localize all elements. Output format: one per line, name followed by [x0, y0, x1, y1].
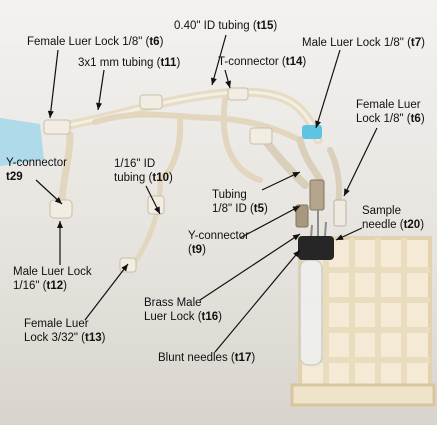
arrowhead-t7	[315, 120, 321, 128]
label-female-luer-lock-t6b: Female Luer Lock 1/8" (t6)	[356, 99, 425, 125]
label-3x1-mm-tubing-t11: 3x1 mm tubing (t11)	[78, 57, 181, 69]
arrowhead-t5	[292, 172, 300, 178]
connectors	[43, 87, 273, 273]
label-y-connector-t29: Y-connector t29	[6, 157, 67, 183]
arrowhead-t6b	[344, 188, 350, 196]
label-y-connector-t9: Y-connector (t9)	[188, 230, 249, 256]
label-0-40-id-tubing-t15: 0.40" ID tubing (t15)	[174, 20, 278, 32]
arrowhead-t16	[292, 234, 300, 241]
label-t-connector-t14: T-connector (t14)	[218, 56, 307, 68]
arrowhead-t10	[154, 206, 160, 214]
label-female-luer-lock-t6a: Female Luer Lock 1/8" (t6)	[27, 36, 164, 48]
label-brass-male-luer-lock-t16: Brass Male Luer Lock (t16)	[144, 297, 222, 323]
arrowhead-t20	[336, 234, 344, 240]
label-blunt-needles-t17: Blunt needles (t17)	[158, 352, 256, 364]
arrowhead-t9	[292, 206, 300, 212]
label-female-luer-lock-t13: Female Luer Lock 3/32" (t13)	[24, 318, 106, 344]
leader-line-t13	[84, 263, 129, 321]
arrowhead-t29	[54, 197, 62, 204]
leader-line-t16	[199, 233, 301, 301]
arrowhead-t14	[225, 80, 232, 88]
arrowhead-t13	[121, 264, 128, 272]
label-1-16-id-tubing-t10: 1/16" ID tubing (t10)	[114, 158, 173, 184]
arrowhead-t6a	[47, 110, 54, 118]
leader-line-t6a	[49, 49, 59, 119]
leader-line-t6b	[343, 127, 378, 197]
arrowhead-t15	[210, 77, 217, 85]
leader-lines	[35, 34, 378, 353]
label-sample-needle-t20: Sample needle (t20)	[362, 205, 425, 231]
arrowhead-t17	[293, 250, 300, 258]
arrowhead-t12	[57, 221, 63, 228]
leader-line-t15	[211, 34, 227, 86]
blue-glove	[0, 118, 44, 166]
leader-line-t9	[239, 205, 301, 239]
leader-line-t7	[315, 49, 341, 129]
black-cap	[298, 236, 334, 260]
leader-line-t17	[214, 249, 301, 353]
brass-fittings	[295, 179, 347, 251]
test-tube	[299, 259, 323, 366]
label-male-luer-lock-t12: Male Luer Lock 1/16" (t12)	[13, 266, 92, 292]
blue-connector	[302, 125, 322, 139]
arrowhead-t11	[96, 102, 103, 110]
leader-line-t5	[261, 171, 301, 191]
label-male-luer-lock-t7: Male Luer Lock 1/8" (t7)	[302, 37, 425, 49]
label-tubing-1-8-id-t5: Tubing 1/8" ID (t5)	[212, 189, 268, 215]
